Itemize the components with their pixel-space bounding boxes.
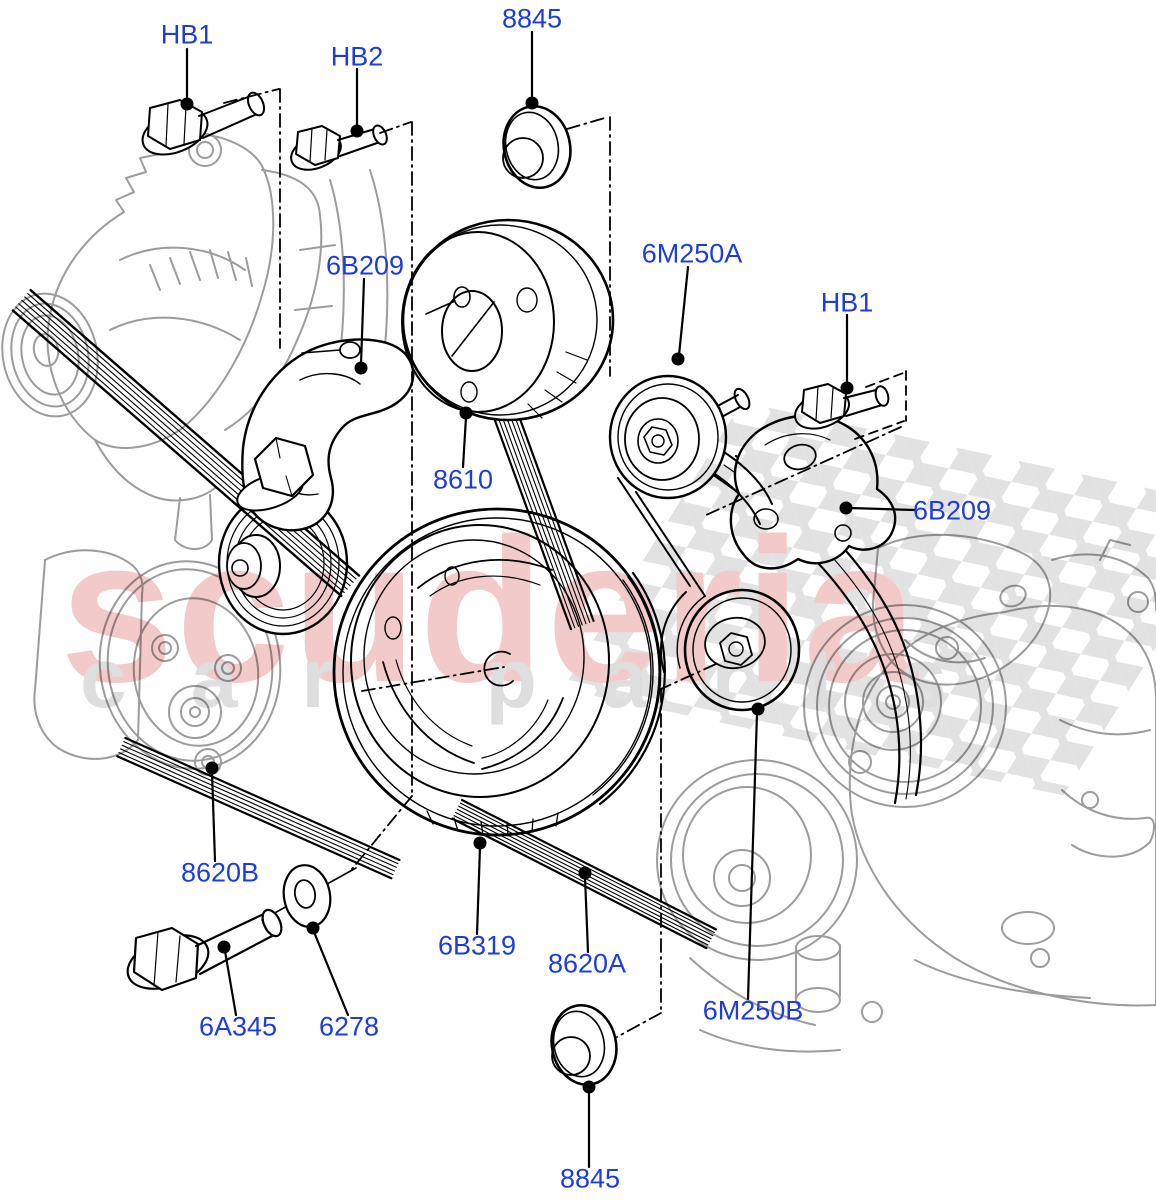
part-label-hb2: HB2	[330, 41, 384, 72]
idler-pulley-small-hub	[226, 534, 281, 598]
part-label-8610: 8610	[432, 464, 494, 495]
belt-ps-lower-run	[116, 736, 401, 880]
power-steering-pump-drawing	[33, 549, 282, 776]
part-label-6b209-left: 6B209	[325, 250, 405, 281]
part-label-8620a: 8620A	[547, 948, 627, 979]
part-label-6a345: 6A345	[198, 1011, 278, 1042]
part-label-6m250a: 6M250A	[641, 238, 743, 269]
belt-tensioner-left	[236, 338, 415, 532]
bolt-hb2	[290, 124, 388, 171]
cap-8845-top	[502, 105, 572, 189]
part-label-6b319: 6B319	[437, 930, 517, 961]
part-label-8620b: 8620B	[180, 857, 260, 888]
part-label-hb1-top: HB1	[160, 19, 214, 50]
part-label-6278: 6278	[318, 1011, 380, 1042]
part-label-6b209-right: 6B209	[912, 495, 992, 526]
part-label-6m250b: 6M250B	[702, 995, 804, 1026]
bolt-6a345	[126, 908, 283, 992]
part-label-8845-top: 8845	[501, 3, 563, 34]
idler-pulley-8610	[401, 218, 615, 422]
belt-8620B	[11, 288, 361, 598]
part-label-hb1-right: HB1	[820, 287, 874, 318]
bolt-hb1-top	[141, 91, 266, 156]
part-label-8845-bottom: 8845	[559, 1163, 621, 1194]
